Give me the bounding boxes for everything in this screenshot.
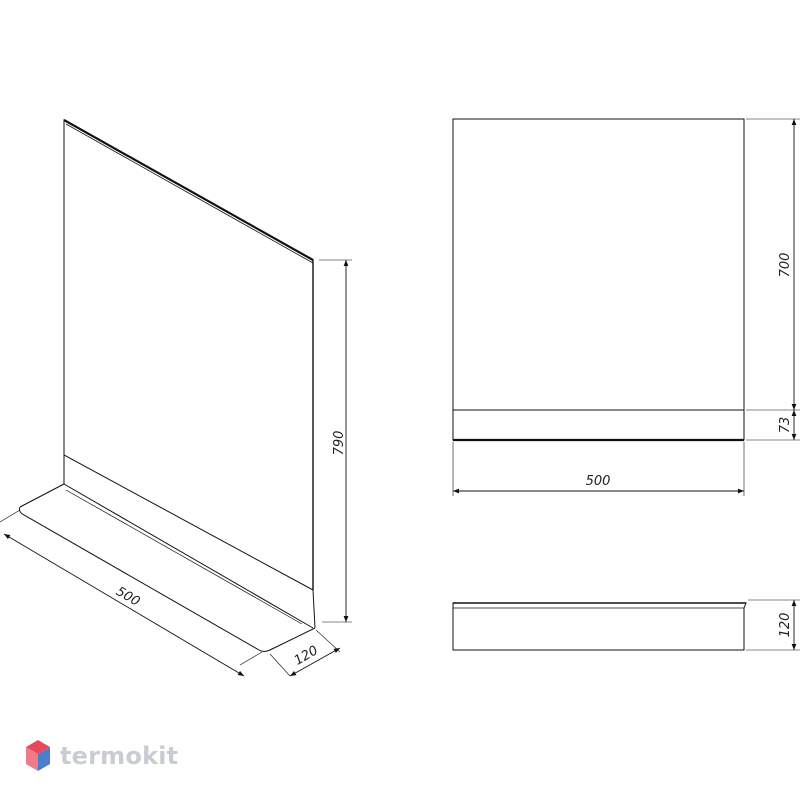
dim-label-120-iso: 120: [292, 643, 321, 668]
dimension-73: [746, 410, 800, 441]
dim-label-790: 790: [332, 431, 347, 456]
dim-label-500-iso: 500: [113, 584, 142, 609]
logo-wordmark: termokit: [60, 742, 179, 770]
dimension-790: [319, 259, 352, 623]
dimension-500-front: [452, 442, 745, 496]
dimension-500-iso: [0, 509, 263, 677]
dim-label-500-front: 500: [586, 474, 611, 489]
dim-label-120-top: 120: [778, 613, 793, 638]
iso-mirror-panel: [63, 119, 314, 591]
top-shelf-outline: [452, 602, 747, 651]
dim-label-700: 700: [778, 253, 793, 278]
dimension-700: [746, 118, 800, 411]
top-view: [452, 599, 800, 651]
termokit-logo: termokit: [24, 736, 178, 776]
logo-cube-icon: [26, 740, 50, 771]
isometric-view: [0, 119, 352, 677]
front-mirror-panel: [452, 118, 745, 411]
dimension-120-iso: [269, 629, 341, 677]
front-view: [452, 118, 800, 496]
dimension-120-top: [746, 599, 800, 651]
dim-label-73: 73: [778, 417, 793, 434]
front-shelf: [452, 409, 745, 441]
